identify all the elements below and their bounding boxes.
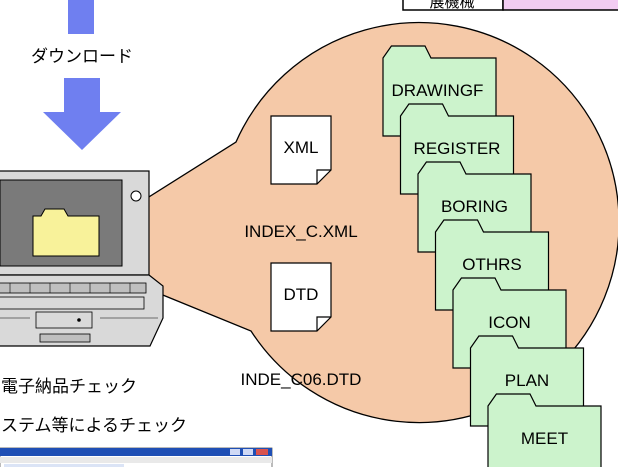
check-line-1: 電子納品チェック	[1, 377, 137, 396]
check-line-2: ステム等によるチェック	[1, 416, 187, 435]
folded-corner	[316, 316, 331, 331]
file-dtd: DTD INDE_C06.DTD	[241, 262, 362, 389]
folder-icon	[487, 393, 602, 467]
folder-label: BORING	[441, 197, 508, 216]
file-name-label: INDE_C06.DTD	[241, 370, 362, 389]
file-xml: XML INDEX_C.XML	[244, 115, 358, 241]
folder-label: DRAWINGF	[392, 81, 484, 100]
download-arrow	[43, 78, 121, 150]
folder-label: OTHRS	[462, 255, 522, 274]
folder-label: MEET	[521, 429, 568, 448]
file-list: XML INDEX_C.XML DTD INDE_C06.DTD	[241, 115, 362, 389]
laptop	[0, 170, 164, 347]
arrow-tail-square	[68, 0, 94, 34]
folder-meet: MEET	[487, 393, 602, 467]
file-type-label: XML	[284, 138, 319, 157]
folder-icon	[32, 208, 100, 257]
document-icon	[270, 262, 332, 332]
download-label: ダウンロード	[31, 47, 133, 66]
file-type-label: DTD	[284, 285, 319, 304]
folded-corner	[316, 169, 331, 184]
folder-label: ICON	[488, 313, 531, 332]
folder-label: REGISTER	[414, 139, 501, 158]
software-screenshot-thumbnail	[0, 447, 273, 467]
power-button-icon	[130, 190, 142, 202]
table-cell-label: 展機械	[429, 0, 474, 11]
document-icon	[270, 115, 332, 185]
table-fragment: 展機械	[402, 0, 618, 11]
folder-label: PLAN	[505, 371, 549, 390]
folder-list: DRAWINGF REGISTER BORING OTHRS ICON PLAN MEET	[382, 45, 602, 467]
file-name-label: INDEX_C.XML	[244, 222, 357, 241]
